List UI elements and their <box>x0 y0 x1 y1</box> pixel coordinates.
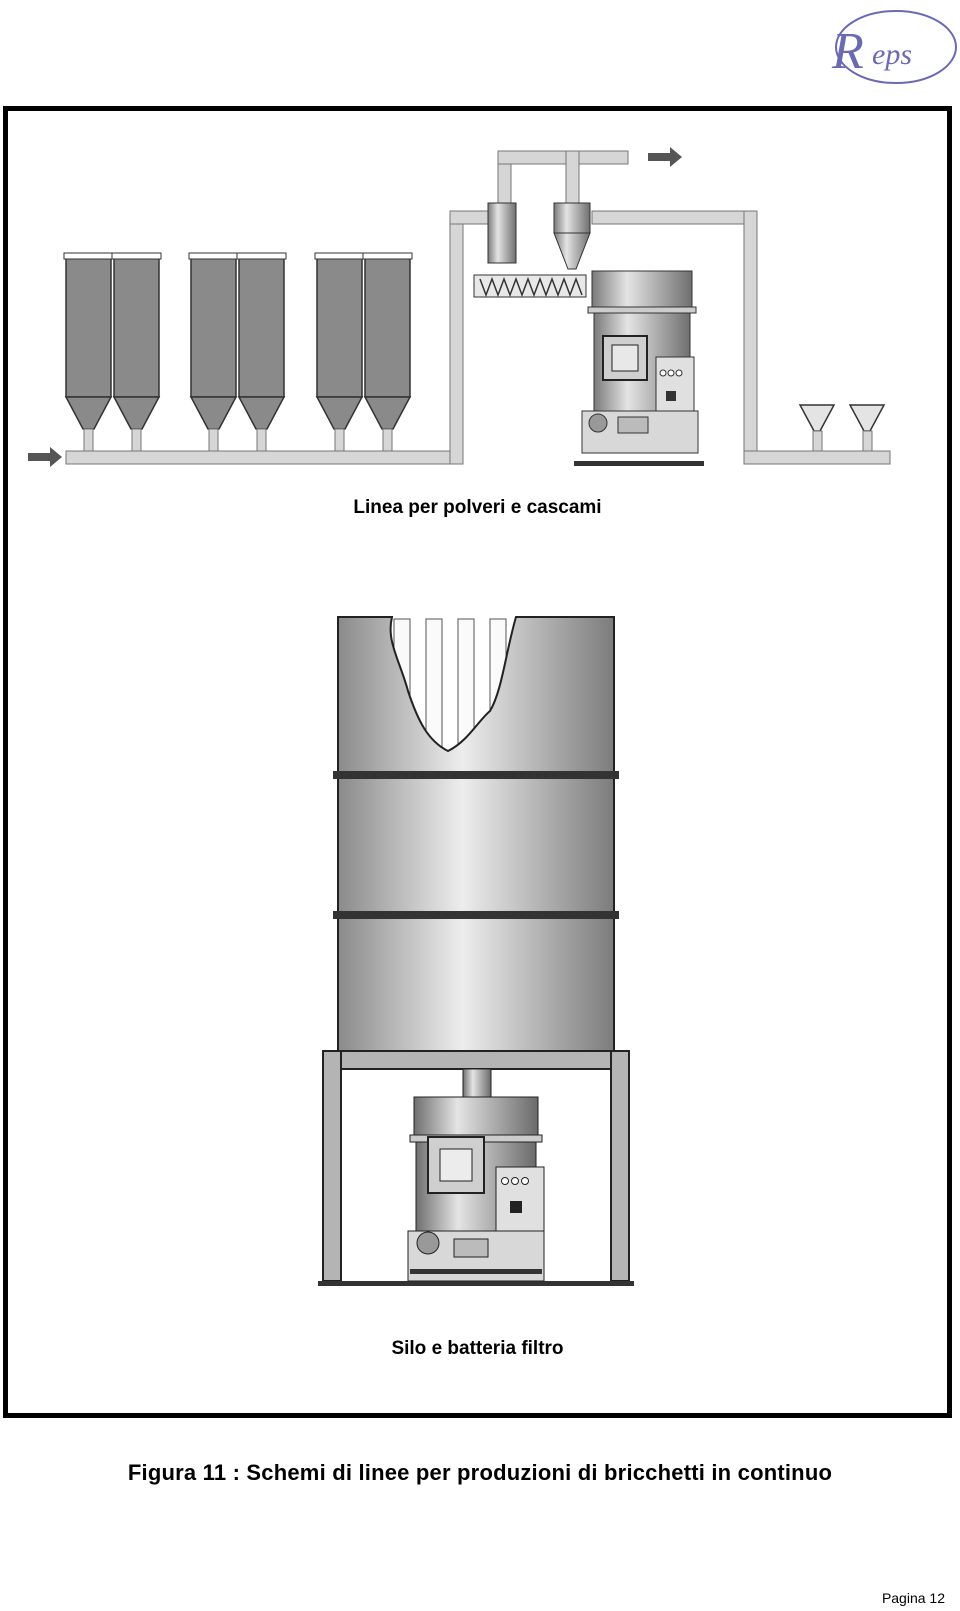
figure-caption: Figura 11 : Schemi di linee per produzio… <box>127 1460 833 1485</box>
silo-body <box>337 616 615 1052</box>
page-number: Pagina 12 <box>881 1590 945 1606</box>
svg-text:eps: eps <box>872 38 912 71</box>
bottom-conveyor-pipe <box>65 450 462 465</box>
reps-logo: R eps <box>831 10 957 84</box>
bag-filter <box>487 202 517 264</box>
diagram2-caption: Silo e batteria filtro <box>391 1338 564 1359</box>
inlet-arrow-icon <box>28 447 62 467</box>
powder-line-diagram <box>28 147 891 467</box>
briquetting-press <box>407 1096 545 1282</box>
hopper-group <box>64 256 412 430</box>
svg-text:R: R <box>831 23 864 80</box>
outlet-arrow-icon <box>648 147 682 167</box>
briquetting-press <box>574 270 704 466</box>
silo-support-frame <box>318 1050 634 1286</box>
small-hopper <box>798 404 886 432</box>
diagram1-caption: Linea per polveri e cascami <box>353 497 602 518</box>
silo-filter-diagram <box>318 616 634 1286</box>
figure-frame: Linea per polveri e cascami <box>3 106 952 1418</box>
cyclone-separator <box>553 202 591 270</box>
